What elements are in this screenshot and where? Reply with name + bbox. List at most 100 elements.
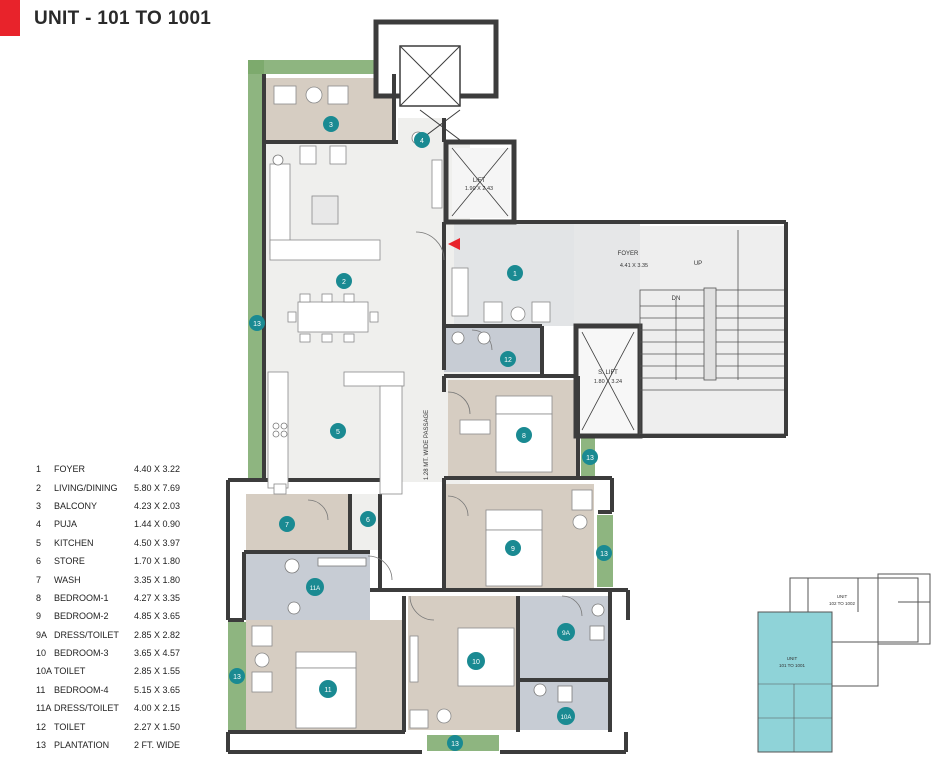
- marker-7: 7: [279, 516, 295, 532]
- legend-dimension: 3.35 X 1.80: [134, 574, 181, 585]
- plantation-strip-left: [248, 60, 264, 478]
- legend-dimension: 4.00 X 2.15: [134, 703, 181, 714]
- marker-1: 1: [507, 265, 523, 281]
- marker-13-bottom-label: 13: [451, 741, 459, 748]
- legend-number: 3: [36, 500, 42, 511]
- service-lift-dimension: 1.80 X 3.24: [594, 379, 622, 385]
- marker-7-label: 7: [285, 522, 289, 529]
- marker-13-bedroom4-label: 13: [233, 674, 241, 681]
- marker-5: 5: [330, 423, 346, 439]
- legend-room-name: TOILET: [54, 666, 86, 677]
- passage-label: 1.28 MT. WIDE PASSAGE: [424, 410, 430, 480]
- marker-13-bedroom1: 13: [582, 449, 598, 465]
- legend-number: 9: [36, 611, 42, 622]
- legend-number: 7: [36, 574, 42, 585]
- legend-room-name: WASH: [54, 574, 81, 585]
- door-swings: [307, 231, 583, 621]
- legend-row: 8 BEDROOM-1 4.27 X 3.35: [36, 589, 204, 607]
- foyer-lobby-dimension: 4.41 X 3.35: [620, 263, 648, 269]
- legend-number: 10A: [36, 666, 53, 677]
- marker-13-left-label: 13: [253, 321, 261, 328]
- legend-room-name: BEDROOM-2: [54, 611, 109, 622]
- stair-down-label: DN: [672, 296, 681, 302]
- legend-dimension: 2 FT. WIDE: [134, 740, 181, 751]
- service-lift-label: S. LIFT: [598, 370, 618, 376]
- legend-row: 9 BEDROOM-2 4.85 X 3.65: [36, 607, 204, 625]
- marker-13-bedroom1-label: 13: [586, 455, 594, 462]
- plantation-strip-top: [248, 60, 378, 74]
- marker-2: 2: [336, 273, 352, 289]
- lift-label: LIFT: [473, 178, 486, 184]
- marker-4-label: 4: [420, 138, 424, 145]
- legend-room-name: BEDROOM-1: [54, 592, 109, 603]
- marker-3: 3: [323, 116, 339, 132]
- marker-5-label: 5: [336, 429, 340, 436]
- legend-room-name: KITCHEN: [54, 537, 94, 548]
- legend-number: 13: [36, 740, 47, 751]
- key-plan: UNIT 101 TO 1001 UNIT 102 TO 1002: [757, 573, 931, 753]
- legend-number: 9A: [36, 629, 48, 640]
- legend-room-name: TOILET: [54, 721, 86, 732]
- legend-dimension: 3.65 X 4.57: [134, 648, 181, 659]
- marker-11a-label: 11A: [310, 586, 320, 592]
- legend-room-name: BALCONY: [54, 500, 98, 511]
- marker-13-left: 13: [249, 315, 265, 331]
- marker-13-bedroom2: 13: [596, 545, 612, 561]
- foyer-lobby-label: FOYER: [618, 251, 639, 257]
- marker-10a-label: 10A: [561, 715, 572, 721]
- marker-12-label: 12: [504, 357, 512, 364]
- legend-row: 5 KITCHEN 4.50 X 3.97: [36, 534, 204, 552]
- marker-10-label: 10: [472, 659, 480, 666]
- marker-2-label: 2: [342, 279, 346, 286]
- legend-room-name: PUJA: [54, 519, 78, 530]
- marker-10: 10: [467, 652, 485, 670]
- marker-9-label: 9: [511, 546, 515, 553]
- marker-10a: 10A: [557, 707, 575, 725]
- marker-4: 4: [414, 132, 430, 148]
- legend-dimension: 4.27 X 3.35: [134, 592, 181, 603]
- key-plan-unit-label: UNIT: [787, 656, 798, 661]
- legend-dimension: 2.85 X 1.55: [134, 666, 181, 677]
- marker-12: 12: [500, 351, 516, 367]
- key-plan-highlighted-unit: [757, 611, 833, 753]
- legend-room-name: LIVING/DINING: [54, 482, 118, 493]
- walls: [226, 74, 788, 754]
- legend-dimension: 4.85 X 3.65: [134, 611, 181, 622]
- room-markers: 1 2 3 4 5 6 7 8 9 9A 10 10A 11 11A 12 13…: [229, 116, 612, 751]
- marker-6: 6: [360, 511, 376, 527]
- legend-number: 5: [36, 537, 42, 548]
- legend-dimension: 2.85 X 2.82: [134, 629, 181, 640]
- marker-3-label: 3: [329, 122, 333, 129]
- legend-number: 2: [36, 482, 42, 493]
- marker-9a-label: 9A: [562, 630, 571, 637]
- legend-dimension: 4.50 X 3.97: [134, 537, 181, 548]
- legend-number: 4: [36, 519, 42, 530]
- legend-number: 1: [36, 464, 42, 475]
- marker-8: 8: [516, 427, 532, 443]
- marker-13-bedroom4: 13: [229, 668, 245, 684]
- wash-floor: [246, 494, 350, 550]
- legend-room-name: STORE: [54, 556, 85, 567]
- legend-number: 12: [36, 721, 47, 732]
- key-plan-unit-range: 101 TO 1001: [779, 663, 806, 668]
- marker-11-label: 11: [324, 687, 331, 694]
- legend-row: 7 WASH 3.35 X 1.80: [36, 570, 204, 588]
- legend-dimension: 4.23 X 2.03: [134, 500, 181, 511]
- marker-13-bottom: 13: [447, 735, 463, 751]
- entrance-arrow-icon: [448, 238, 460, 250]
- legend-dimension: 5.15 X 3.65: [134, 684, 181, 695]
- legend-row: 4 PUJA 1.44 X 0.90: [36, 515, 204, 533]
- legend-number: 8: [36, 592, 42, 603]
- legend-number: 10: [36, 648, 47, 659]
- legend-dimension: 1.44 X 0.90: [134, 519, 181, 530]
- legend-room-name: DRESS/TOILET: [54, 629, 119, 640]
